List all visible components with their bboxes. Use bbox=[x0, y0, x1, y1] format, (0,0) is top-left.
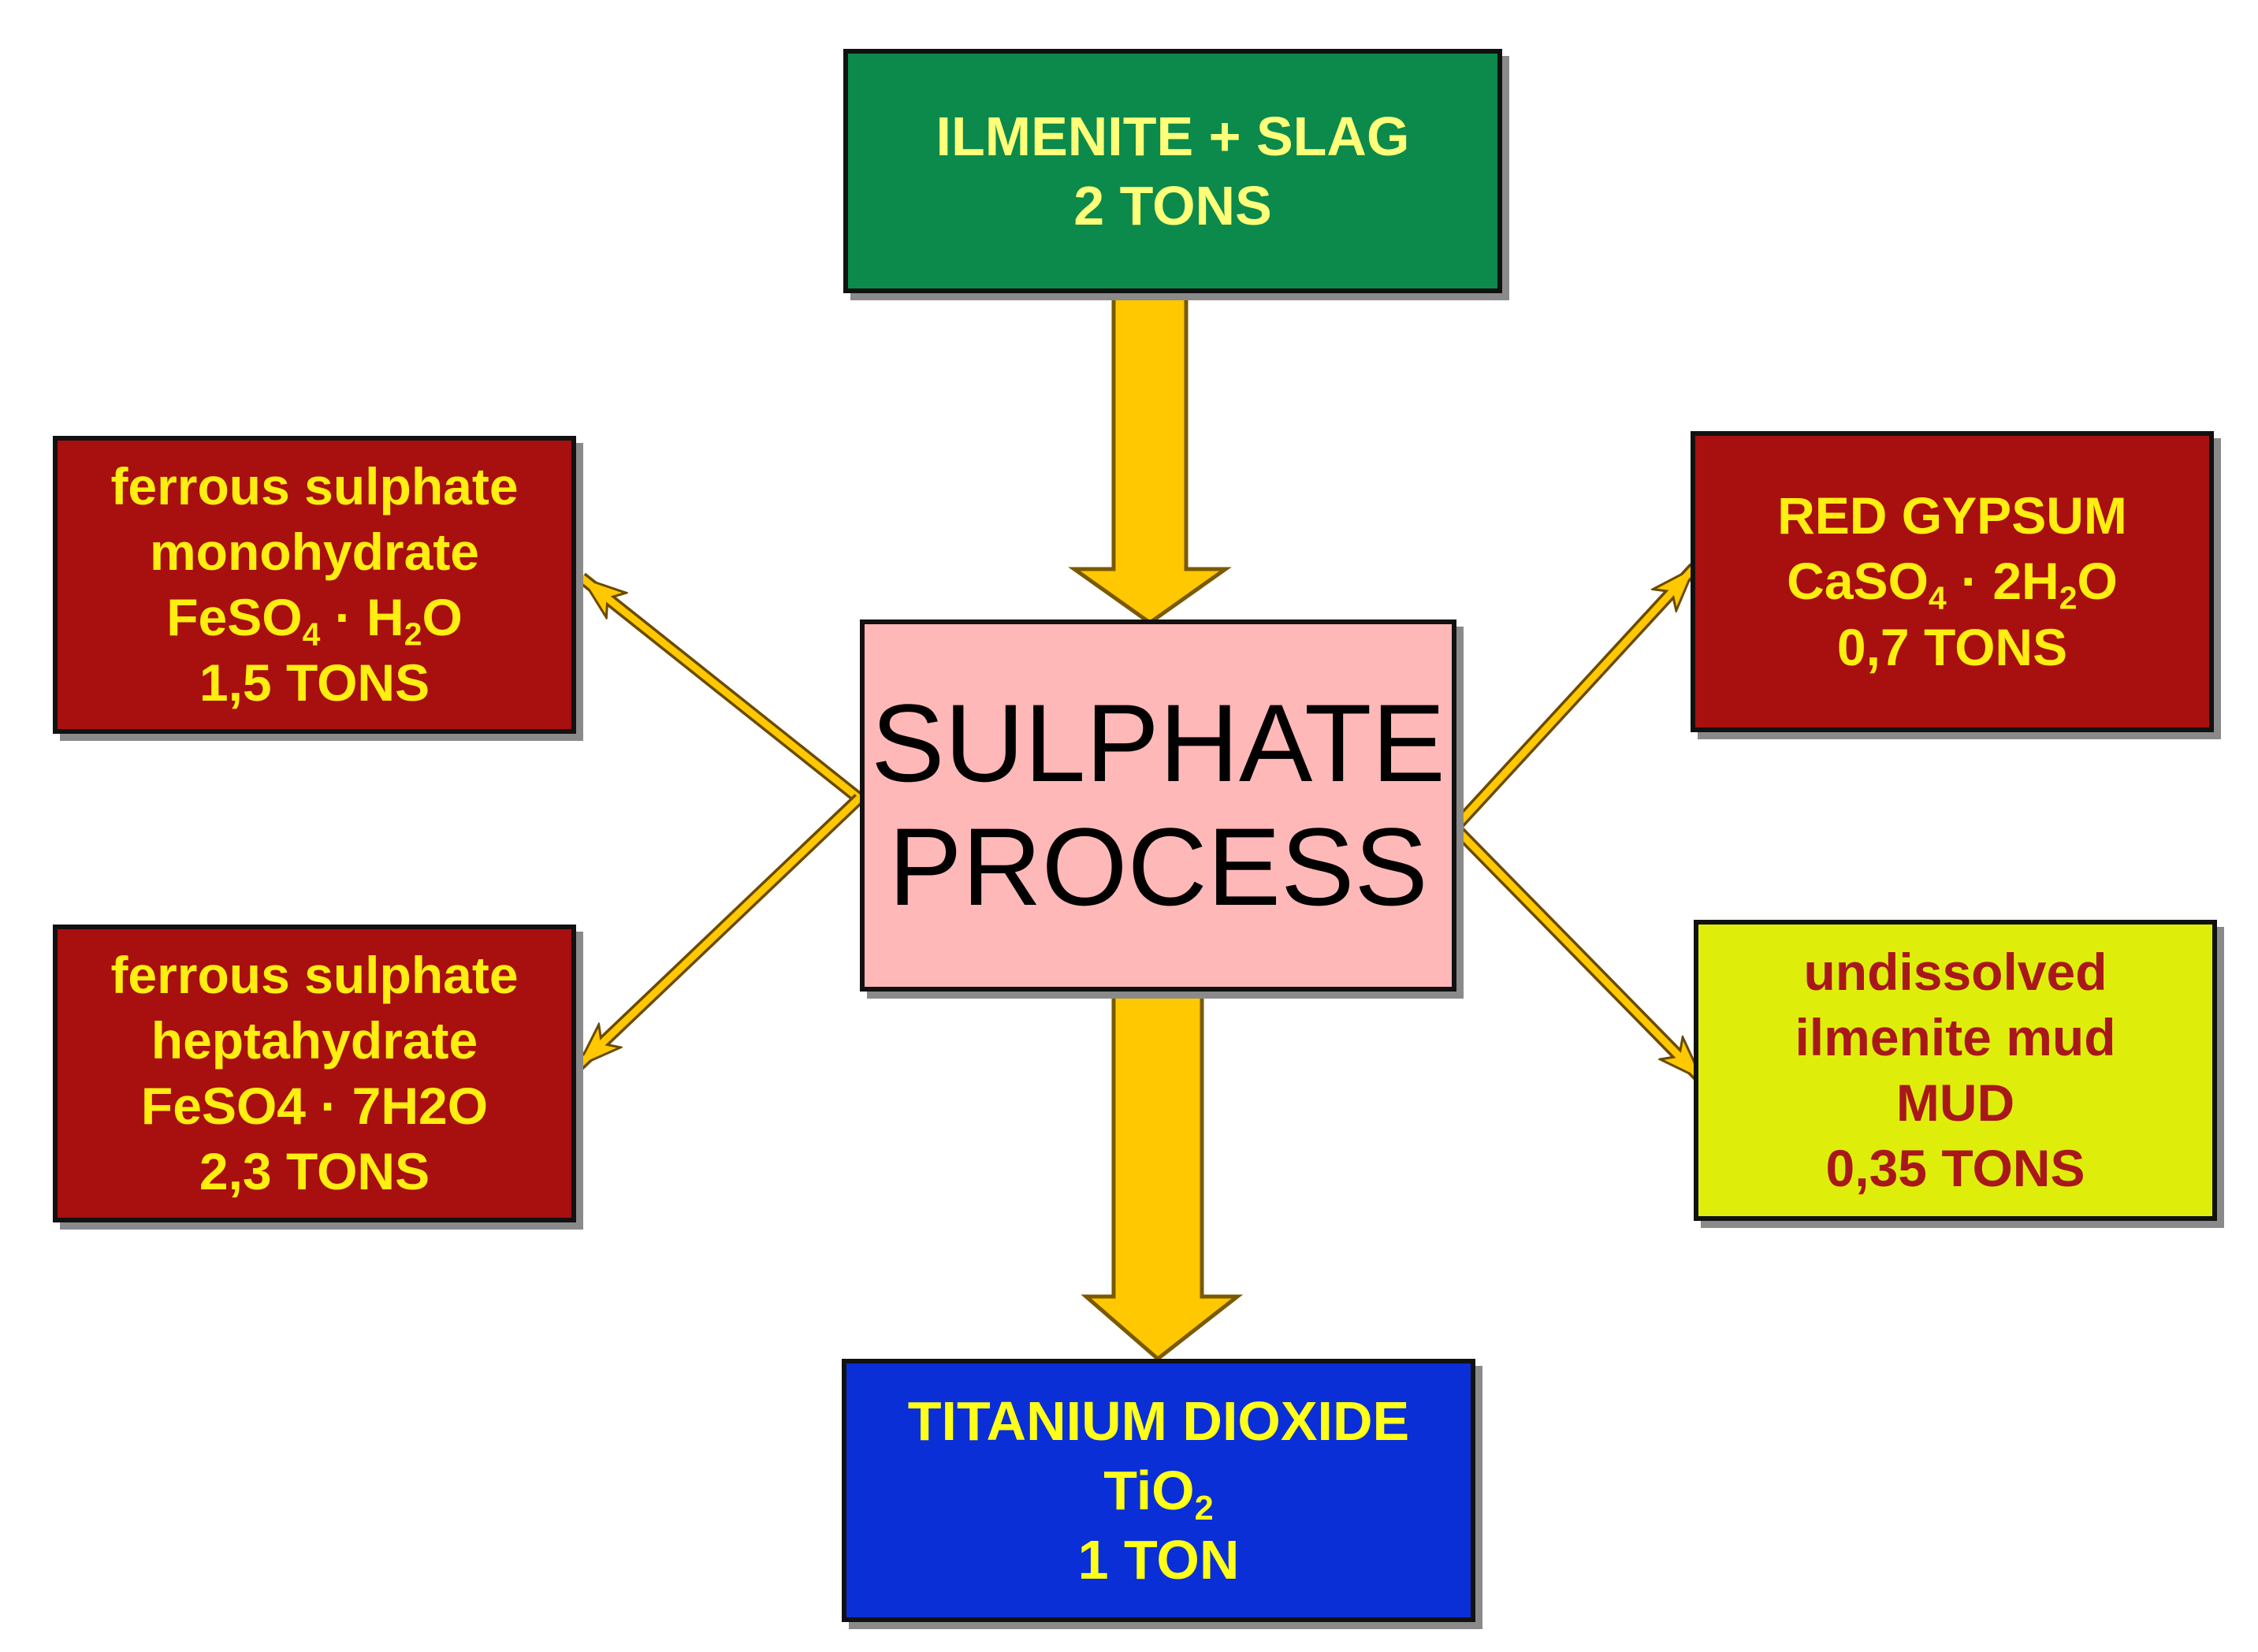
output-amount: 1 TON bbox=[1077, 1529, 1240, 1591]
output-name: TITANIUM DIOXIDE bbox=[907, 1390, 1410, 1452]
monohydrate-name-line2: monohydrate bbox=[149, 522, 480, 581]
arrow-to-red-gypsum bbox=[1450, 563, 1699, 832]
arrow-to-mud bbox=[1450, 823, 1707, 1085]
output-formula: TiO2 bbox=[1103, 1459, 1214, 1527]
arrow-to-monohydrate bbox=[578, 572, 863, 804]
mud-amount: 0,35 TONS bbox=[1825, 1139, 2085, 1198]
process-box: SULPHATE PROCESS bbox=[860, 620, 1456, 992]
arrow-process-to-output bbox=[1081, 987, 1244, 1362]
input-box: ILMENITE + SLAG 2 TONS bbox=[843, 49, 1502, 293]
heptahydrate-box: ferrous sulphate heptahydrate FeSO4 · 7H… bbox=[53, 925, 576, 1222]
mud-name-line3: MUD bbox=[1895, 1073, 2015, 1132]
red-gypsum-amount: 0,7 TONS bbox=[1836, 617, 2068, 676]
arrow-input-to-process bbox=[1068, 288, 1232, 626]
heptahydrate-formula: FeSO4 · 7H2O bbox=[140, 1077, 489, 1135]
red-gypsum-box: RED GYPSUM CaSO4 · 2H2O 0,7 TONS bbox=[1691, 431, 2214, 732]
process-title-line2: PROCESS bbox=[888, 805, 1428, 928]
heptahydrate-name-line2: heptahydrate bbox=[151, 1010, 478, 1070]
heptahydrate-amount: 2,3 TONS bbox=[199, 1142, 430, 1201]
monohydrate-formula: FeSO4 · H2O bbox=[166, 588, 463, 653]
mud-name-line2: ilmenite mud bbox=[1795, 1007, 2116, 1066]
monohydrate-box: ferrous sulphate monohydrate FeSO4 · H2O… bbox=[53, 436, 576, 734]
input-label: ILMENITE + SLAG bbox=[936, 105, 1410, 167]
mud-name-line1: undissolved bbox=[1803, 942, 2107, 1001]
monohydrate-amount: 1,5 TONS bbox=[199, 653, 430, 713]
process-title-line1: SULPHATE bbox=[871, 681, 1445, 806]
monohydrate-name-line1: ferrous sulphate bbox=[110, 456, 519, 515]
output-box: TITANIUM DIOXIDE TiO2 1 TON bbox=[842, 1359, 1475, 1622]
heptahydrate-name-line1: ferrous sulphate bbox=[110, 945, 519, 1004]
arrow-to-heptahydrate bbox=[573, 794, 864, 1071]
input-amount: 2 TONS bbox=[1073, 175, 1272, 236]
red-gypsum-formula: CaSO4 · 2H2O bbox=[1787, 552, 2118, 616]
mud-box: undissolved ilmenite mud MUD 0,35 TONS bbox=[1694, 920, 2217, 1221]
red-gypsum-name: RED GYPSUM bbox=[1777, 486, 2127, 545]
